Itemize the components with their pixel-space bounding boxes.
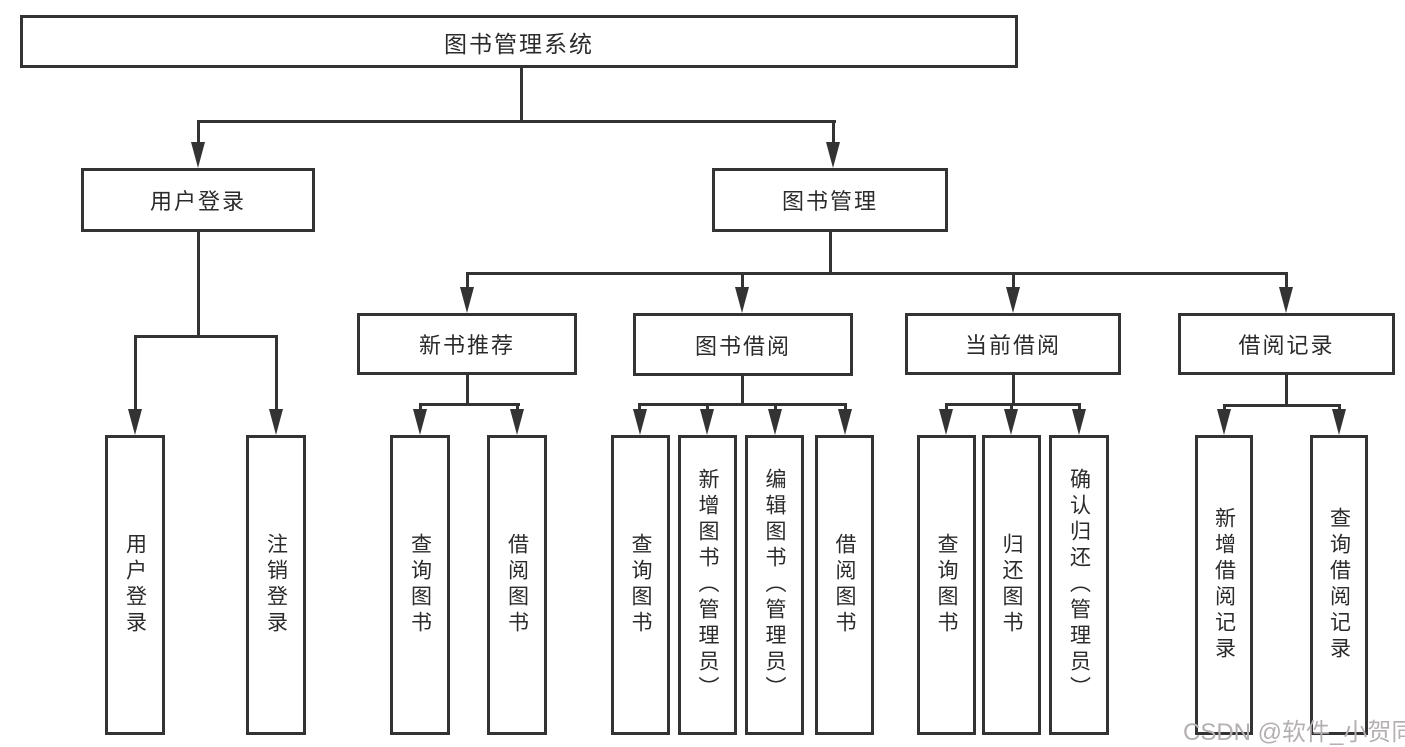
node-book-management-label: 图书管理 <box>781 189 878 214</box>
node-user-login-label: 用户登录 <box>149 189 246 214</box>
connector-arrowhead <box>633 409 647 435</box>
leaf-borrowing-borrow-label: 借阅图书 <box>833 533 856 637</box>
leaf-current-return-label: 归还图书 <box>1000 533 1023 637</box>
leaf-user-login: 用户登录 <box>105 435 165 735</box>
connector-line <box>197 120 200 148</box>
leaf-borrowing-borrow: 借阅图书 <box>815 435 874 735</box>
connector-line <box>419 403 520 406</box>
connector-arrowhead <box>1217 409 1231 435</box>
connector-line <box>134 335 137 415</box>
connector-arrowhead <box>413 409 427 435</box>
connector-line <box>829 232 832 274</box>
connector-line <box>1223 404 1341 407</box>
connector-arrowhead <box>1072 409 1086 435</box>
leaf-borrowing-add-admin: 新增图书（管理员） <box>678 435 737 735</box>
connector-arrowhead <box>838 409 852 435</box>
leaf-current-query-label: 查询图书 <box>935 533 958 637</box>
connector-line <box>275 335 278 415</box>
leaf-borrowing-query-label: 查询图书 <box>629 533 652 637</box>
leaf-borrowing-add-admin-label: 新增图书（管理员） <box>696 468 719 702</box>
node-borrowing-records-label: 借阅记录 <box>1238 333 1335 358</box>
leaf-records-add: 新增借阅记录 <box>1195 435 1253 735</box>
node-root-label: 图书管理系统 <box>444 30 594 57</box>
connector-line <box>741 376 744 406</box>
node-book-borrowing: 图书借阅 <box>633 313 853 376</box>
connector-line <box>638 403 847 406</box>
connector-line <box>134 335 278 338</box>
connector-line <box>466 272 469 292</box>
leaf-newbooks-query-label: 查询图书 <box>408 533 432 637</box>
node-new-book-recommend: 新书推荐 <box>357 313 577 375</box>
connector-arrowhead <box>510 409 524 435</box>
connector-arrowhead <box>939 409 953 435</box>
connector-line <box>466 375 469 406</box>
leaf-logout-label: 注销登录 <box>264 533 288 637</box>
connector-arrowhead <box>269 409 283 435</box>
csdn-watermark: CSDN @软件_小贺同学 <box>1183 719 1405 746</box>
node-book-borrowing-label: 图书借阅 <box>694 333 791 359</box>
leaf-borrowing-edit-admin: 编辑图书（管理员） <box>745 435 804 735</box>
connector-arrowhead <box>768 409 782 435</box>
leaf-current-query: 查询图书 <box>917 435 976 735</box>
connector-line <box>197 232 200 338</box>
leaf-records-query-label: 查询借阅记录 <box>1327 507 1351 663</box>
node-borrowing-records: 借阅记录 <box>1178 313 1395 375</box>
connector-line <box>197 120 836 123</box>
connector-arrowhead <box>460 287 474 313</box>
node-book-management: 图书管理 <box>712 168 948 232</box>
connector-line <box>741 272 744 292</box>
leaf-records-add-label: 新增借阅记录 <box>1212 507 1236 663</box>
leaf-current-confirm-return-admin-label: 确认归还（管理员） <box>1067 468 1091 702</box>
leaf-newbooks-query: 查询图书 <box>390 435 450 735</box>
node-new-book-recommend-label: 新书推荐 <box>418 333 515 358</box>
leaf-borrowing-query: 查询图书 <box>611 435 670 735</box>
leaf-user-login-label: 用户登录 <box>123 533 147 637</box>
leaf-current-return: 归还图书 <box>982 435 1041 735</box>
connector-line <box>520 68 523 122</box>
connector-arrowhead <box>1332 409 1346 435</box>
connector-arrowhead <box>128 409 142 435</box>
leaf-records-query: 查询借阅记录 <box>1310 435 1368 735</box>
connector-arrowhead <box>735 287 749 313</box>
connector-line <box>1285 375 1288 407</box>
node-user-login: 用户登录 <box>81 168 315 232</box>
connector-arrowhead <box>1004 409 1018 435</box>
connector-arrowhead <box>1006 287 1020 313</box>
connector-line <box>1285 272 1288 292</box>
connector-arrowhead <box>826 142 840 168</box>
node-current-borrowing: 当前借阅 <box>905 313 1121 375</box>
connector-line <box>466 272 1288 275</box>
leaf-borrowing-edit-admin-label: 编辑图书（管理员） <box>763 468 786 702</box>
leaf-newbooks-borrow-label: 借阅图书 <box>505 533 529 637</box>
node-current-borrowing-label: 当前借阅 <box>964 333 1061 358</box>
leaf-newbooks-borrow: 借阅图书 <box>487 435 547 735</box>
connector-line <box>832 120 835 148</box>
node-root: 图书管理系统 <box>20 15 1018 68</box>
connector-line <box>1012 375 1015 406</box>
connector-arrowhead <box>700 409 714 435</box>
leaf-logout: 注销登录 <box>246 435 306 735</box>
connector-line <box>1012 272 1015 292</box>
leaf-current-confirm-return-admin: 确认归还（管理员） <box>1049 435 1109 735</box>
connector-arrowhead <box>191 142 205 168</box>
connector-arrowhead <box>1279 287 1293 313</box>
